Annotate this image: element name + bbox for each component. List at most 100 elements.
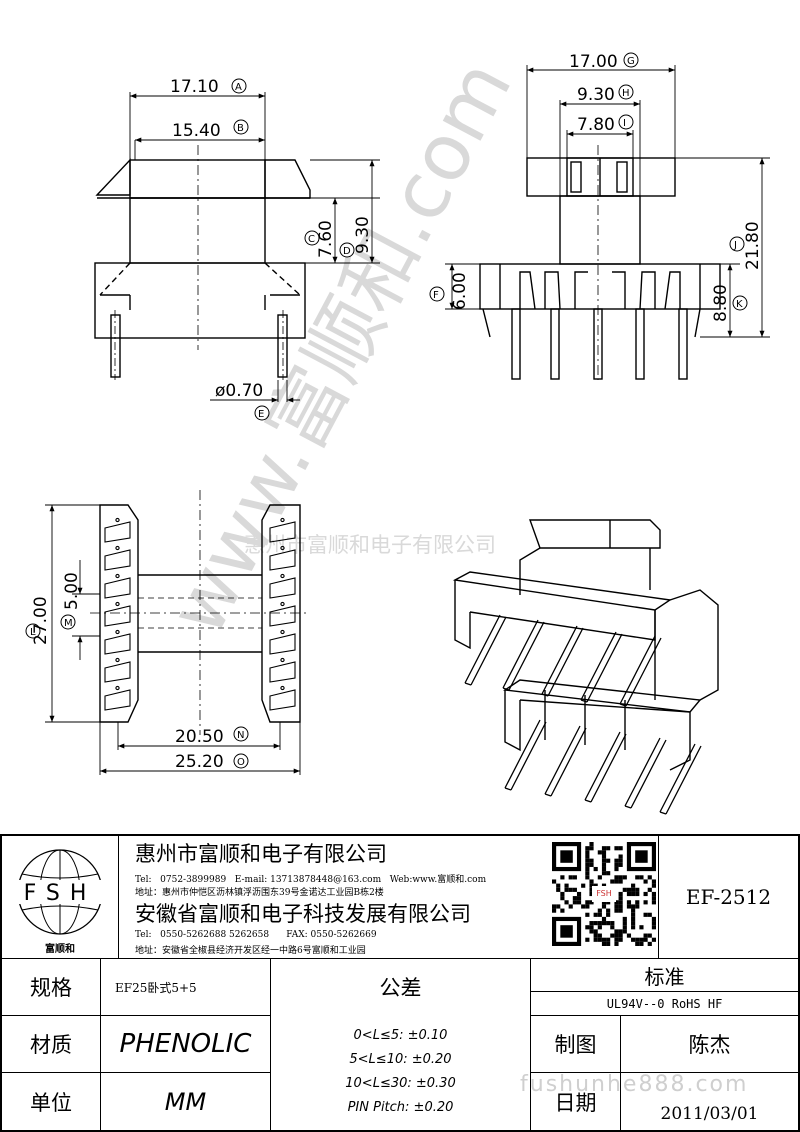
qr-module bbox=[639, 937, 644, 942]
dim-e-value: ø0.70 bbox=[215, 381, 263, 401]
qr-module bbox=[618, 937, 623, 942]
qr-module bbox=[651, 900, 656, 905]
qr-module bbox=[606, 921, 611, 926]
company1-contact: Tel: 0752-3899989 E-mail: 13713878448@16… bbox=[135, 872, 486, 885]
dim-a-mark: A bbox=[231, 78, 247, 94]
svg-text:H: H bbox=[622, 88, 630, 99]
qr-module bbox=[593, 883, 598, 888]
qr-module bbox=[585, 900, 590, 905]
qr-module bbox=[572, 900, 577, 905]
dim-f-mark: F bbox=[429, 286, 445, 302]
svg-text:K: K bbox=[736, 299, 743, 310]
logo-caption: 富顺和 bbox=[45, 944, 75, 955]
company1-tel-label: Tel: bbox=[135, 875, 152, 885]
qr-module bbox=[606, 912, 611, 917]
qr-module bbox=[601, 854, 607, 859]
qr-module bbox=[593, 937, 598, 942]
qr-module bbox=[635, 904, 640, 909]
qr-module bbox=[564, 900, 569, 905]
qr-module bbox=[647, 941, 652, 946]
qr-module bbox=[585, 850, 590, 855]
qr-module bbox=[631, 916, 636, 922]
qr-module bbox=[614, 937, 619, 942]
qr-module bbox=[639, 875, 644, 880]
qr-module bbox=[597, 875, 602, 880]
qr-module bbox=[606, 871, 611, 876]
dim-c-mark: C bbox=[304, 230, 320, 246]
svg-text:F: F bbox=[433, 290, 439, 301]
company2-tel: 0550-5262688 5262658 bbox=[160, 930, 270, 940]
qr-module bbox=[618, 933, 623, 938]
qr-module bbox=[635, 891, 640, 897]
company-logo: FSH 富顺和 bbox=[6, 840, 114, 956]
qr-module bbox=[618, 862, 623, 867]
qr-module bbox=[614, 933, 619, 938]
qr-module bbox=[601, 916, 607, 922]
qr-module bbox=[647, 933, 652, 938]
qr-module bbox=[631, 908, 636, 913]
qr-module bbox=[614, 941, 619, 946]
dim-j-value: 21.80 bbox=[743, 221, 763, 270]
qr-module bbox=[651, 925, 656, 930]
qr-module bbox=[585, 912, 590, 917]
qr-module bbox=[560, 891, 565, 897]
qr-module bbox=[597, 921, 602, 926]
qr-module bbox=[572, 875, 577, 880]
qr-module bbox=[635, 941, 640, 946]
qr-module bbox=[589, 862, 594, 867]
end-view-right bbox=[479, 145, 721, 380]
qr-module bbox=[564, 883, 569, 888]
unit-value: MM bbox=[164, 1087, 207, 1116]
qr-module bbox=[631, 925, 636, 930]
dim-d-mark: D bbox=[339, 242, 355, 258]
qr-module bbox=[572, 887, 577, 892]
qr-module bbox=[552, 879, 557, 884]
slot bbox=[269, 633, 296, 655]
qr-module bbox=[552, 904, 557, 909]
standard-label: 标准 bbox=[644, 964, 685, 989]
qr-module bbox=[601, 904, 607, 909]
dim-b-value: 15.40 bbox=[172, 121, 221, 141]
slot bbox=[269, 605, 296, 627]
qr-module bbox=[601, 846, 607, 851]
qr-module bbox=[572, 896, 577, 901]
company2-name: 安徽省富顺和电子科技发展有限公司 bbox=[135, 902, 471, 926]
qr-module bbox=[589, 846, 594, 851]
qr-module bbox=[626, 891, 632, 897]
qr-module bbox=[635, 900, 640, 905]
dim-f-value: 6.00 bbox=[450, 272, 470, 310]
qr-module bbox=[614, 846, 619, 851]
iso-pin bbox=[504, 719, 547, 791]
dim-k-value: 8.80 bbox=[711, 284, 731, 322]
company2-tel-label: Tel: bbox=[135, 930, 152, 940]
qr-module bbox=[606, 900, 611, 905]
pin-hole bbox=[280, 545, 285, 551]
qr-module bbox=[585, 866, 590, 872]
iso-pin bbox=[464, 614, 507, 686]
spec-label: 规格 bbox=[30, 976, 72, 1000]
company1-tel: 0752-3899989 bbox=[160, 875, 227, 885]
qr-module bbox=[601, 850, 607, 855]
svg-text:N: N bbox=[237, 730, 244, 741]
pin-hole bbox=[115, 601, 120, 607]
iso-pin bbox=[502, 619, 545, 691]
dim-k-mark: K bbox=[732, 295, 748, 311]
slot bbox=[104, 633, 131, 655]
material-label: 材质 bbox=[30, 1033, 72, 1057]
dim-o-value: 25.20 bbox=[175, 752, 224, 772]
dims-view-right bbox=[445, 65, 770, 338]
date-value: 2011/03/01 bbox=[660, 1103, 759, 1124]
qr-module bbox=[556, 883, 561, 888]
qr-module bbox=[606, 941, 611, 946]
qr-module bbox=[606, 908, 611, 913]
svg-text:J: J bbox=[733, 240, 737, 251]
qr-module bbox=[618, 896, 623, 901]
qr-module bbox=[618, 854, 623, 859]
slot bbox=[269, 577, 296, 599]
pin-hole bbox=[280, 629, 285, 635]
qr-module bbox=[614, 862, 619, 867]
slot bbox=[269, 549, 296, 571]
tolerance-row: PIN Pitch: ±0.20 bbox=[347, 1100, 454, 1115]
qr-module bbox=[597, 925, 602, 930]
slot bbox=[104, 661, 131, 683]
